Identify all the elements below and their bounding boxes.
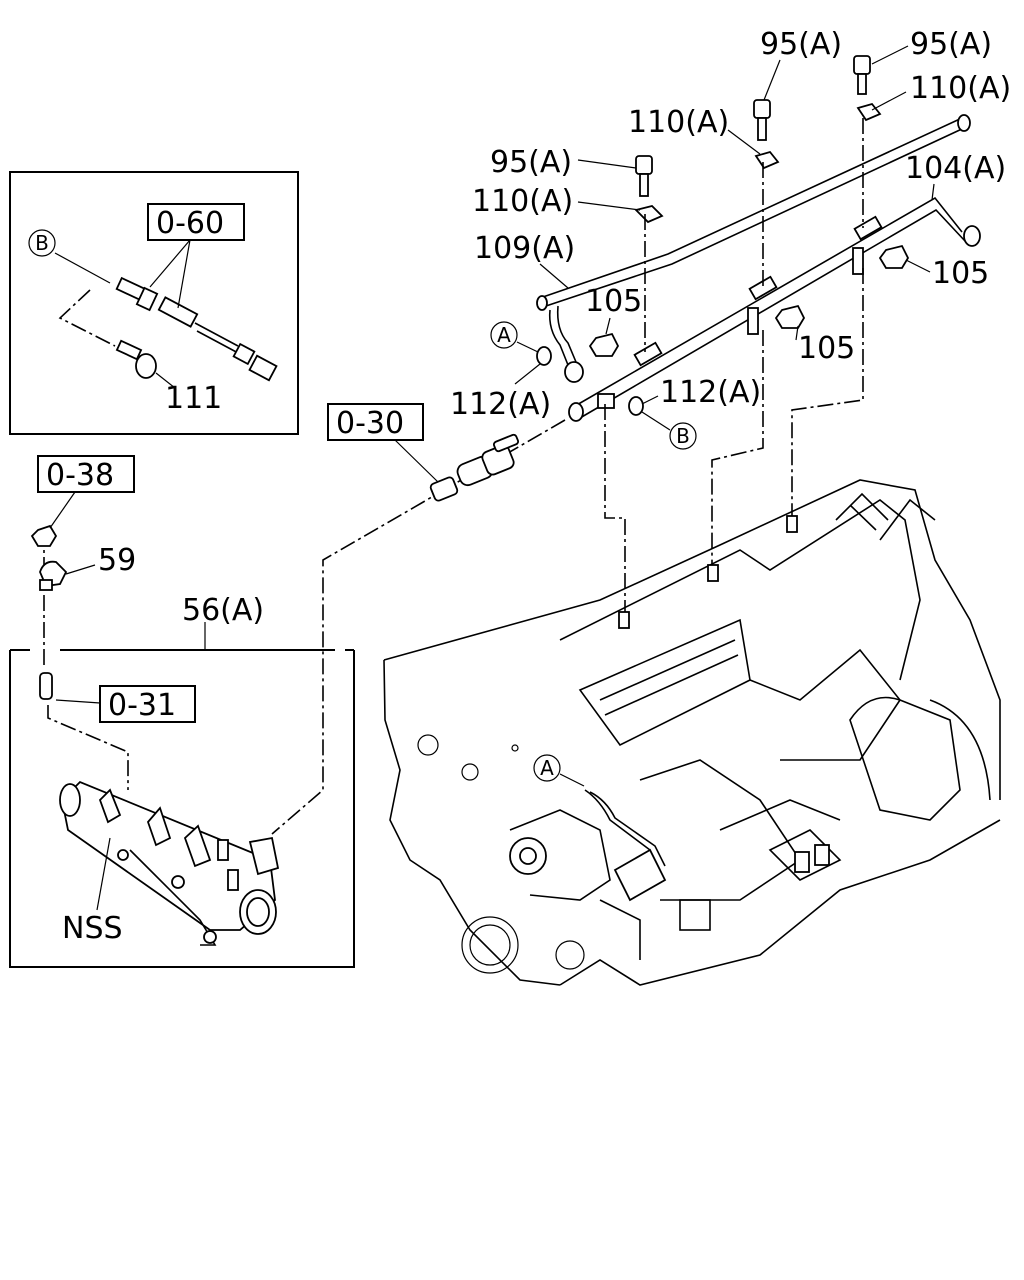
callout-105-3: 105 — [932, 256, 989, 291]
ref-0-60: 0-60 — [156, 206, 224, 241]
inset-b-box: B 111 0-60 — [9, 171, 299, 435]
marker-b-inset-label: B — [35, 231, 49, 255]
callout-110-a-2: 110(A) — [628, 105, 729, 140]
ref-0-30: 0-30 — [336, 406, 404, 441]
marker-a-engine-label: A — [540, 756, 554, 780]
callout-95-a-1: 95(A) — [760, 27, 842, 62]
callout-nss: NSS — [62, 911, 123, 946]
ref-box-0-30 — [327, 403, 424, 441]
water-manifold — [59, 780, 280, 946]
stud-pin — [39, 672, 53, 700]
callout-110-a-1: 110(A) — [910, 71, 1011, 106]
marker-b-inset — [28, 229, 56, 257]
nut-105-parts — [588, 244, 910, 357]
marker-b-gasket-label: B — [676, 424, 690, 448]
ref-box-0-60 — [147, 203, 245, 241]
clamp-59-part — [30, 524, 68, 591]
callout-105-2: 105 — [798, 331, 855, 366]
bolt-111-part — [115, 339, 157, 379]
callout-95-a-3: 95(A) — [490, 145, 572, 180]
hose-assembly — [429, 433, 519, 502]
callout-111: 111 — [165, 381, 222, 416]
gasket-112-a-parts — [536, 346, 644, 416]
marker-a-engine — [533, 754, 561, 782]
assembly-56-a-box: 56(A) 0-31 NSS — [9, 593, 355, 968]
engine-block — [383, 479, 1001, 986]
callout-95-a-2: 95(A) — [910, 27, 992, 62]
marker-a-pipe — [490, 321, 518, 349]
callout-104-a: 104(A) — [905, 151, 1006, 186]
callout-112-a-2: 112(A) — [660, 375, 761, 410]
bolt-95-a-parts — [635, 55, 871, 197]
ref-0-31: 0-31 — [108, 688, 176, 723]
callout-59: 59 — [98, 543, 136, 578]
pipe-104-a — [568, 196, 981, 422]
marker-b-gasket — [669, 422, 697, 450]
callout-109-a: 109(A) — [474, 231, 575, 266]
sensor-with-cable — [157, 296, 278, 382]
callout-110-a-3: 110(A) — [472, 184, 573, 219]
ref-box-0-31 — [99, 685, 196, 723]
callout-112-a-1: 112(A) — [450, 387, 551, 422]
sensor-fitting — [115, 276, 159, 312]
ref-box-0-38 — [37, 455, 135, 493]
pipe-109-a — [536, 114, 971, 383]
callout-105-1: 105 — [585, 284, 642, 319]
marker-a-pipe-label: A — [497, 323, 511, 347]
callout-56-a: 56(A) — [182, 593, 264, 628]
ref-0-38: 0-38 — [46, 458, 114, 493]
